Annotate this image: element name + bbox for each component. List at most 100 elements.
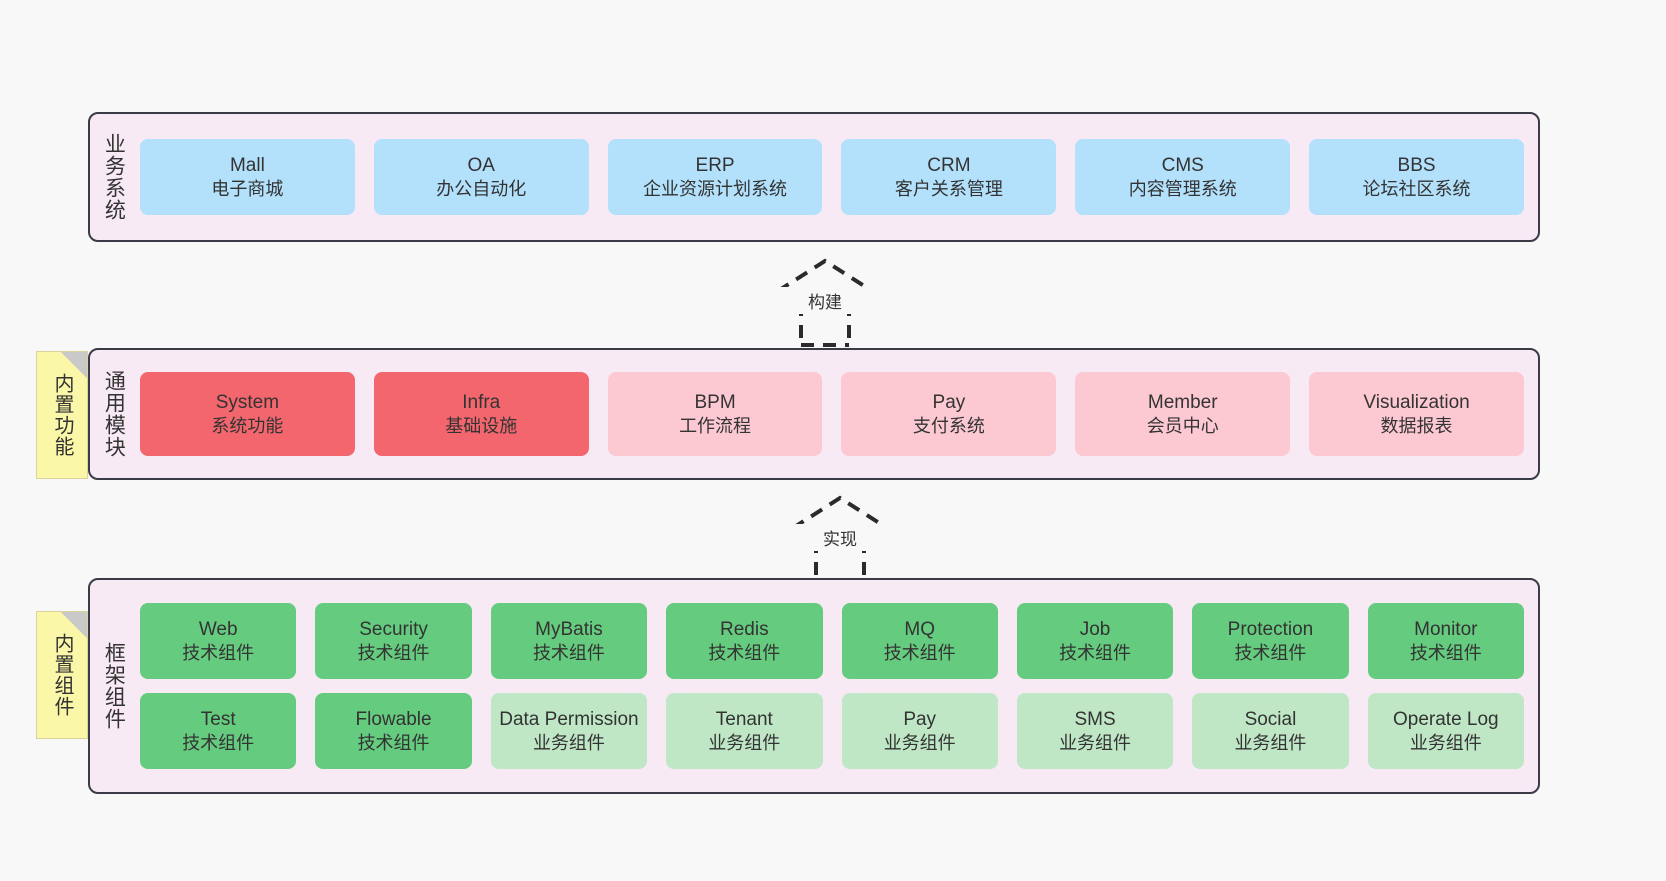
card-subtitle: 系统功能 [211,415,284,436]
card-oa[interactable]: OA 办公自动化 [373,139,589,215]
card-operate-log[interactable]: Operate Log 业务组件 [1367,693,1524,769]
card-title: Member [1147,391,1218,413]
card-subtitle: 电子商城 [211,178,284,199]
card-data-permission[interactable]: Data Permission 业务组件 [490,693,648,769]
card-security[interactable]: Security 技术组件 [315,603,472,679]
layer-body-framework-component: Web 技术组件 Security 技术组件 MyBatis 技术组件 Redi… [136,580,1538,792]
card-subtitle: 技术组件 [1059,642,1132,663]
card-title: System [215,391,280,413]
layer-title-framework-component: 框架组件 [102,642,126,730]
card-mybatis[interactable]: MyBatis 技术组件 [490,603,648,679]
card-subtitle: 技术组件 [182,642,255,663]
card-subtitle: 技术组件 [883,642,956,663]
arrow-label-build: 构建 [745,287,905,314]
card-title: Test [200,708,236,730]
card-title: Web [198,618,238,640]
card-title: Mall [229,154,265,176]
card-title: MQ [904,618,935,640]
card-title: BBS [1397,154,1436,176]
card-tenant[interactable]: Tenant 业务组件 [666,693,823,769]
card-system[interactable]: System 系统功能 [140,372,355,456]
folded-corner-icon [61,612,87,638]
card-subtitle: 业务组件 [883,732,956,753]
card-subtitle: 业务组件 [532,732,605,753]
card-pay[interactable]: Pay 支付系统 [841,372,1057,456]
card-subtitle: 技术组件 [1234,642,1307,663]
arrow-label-implement: 实现 [760,524,920,551]
card-subtitle: 业务组件 [1234,732,1307,753]
card-title: Visualization [1363,391,1470,413]
card-title: Protection [1227,618,1314,640]
card-row: System 系统功能 Infra 基础设施 BPM 工作流程 Pay 支付系统… [140,372,1524,456]
card-title: Job [1079,618,1111,640]
card-title: Flowable [355,708,432,730]
card-bpm[interactable]: BPM 工作流程 [607,372,823,456]
card-bbs[interactable]: BBS 论坛社区系统 [1309,139,1524,215]
card-title: Operate Log [1392,708,1499,730]
layer-common-module: 通用模块 System 系统功能 Infra 基础设施 BPM 工作流程 Pay… [88,348,1540,480]
card-title: MyBatis [535,618,603,640]
card-subtitle: 技术组件 [357,732,430,753]
card-subtitle: 内容管理系统 [1128,178,1237,199]
card-title: Social [1244,708,1297,730]
layer-title-business-system: 业务系统 [102,133,126,221]
card-redis[interactable]: Redis 技术组件 [666,603,823,679]
card-title: Pay [932,391,966,413]
card-subtitle: 办公自动化 [436,178,527,199]
card-flowable[interactable]: Flowable 技术组件 [315,693,472,769]
card-cms[interactable]: CMS 内容管理系统 [1075,139,1291,215]
card-title: Security [359,618,428,640]
card-subtitle: 业务组件 [1409,732,1482,753]
card-subtitle: 企业资源计划系统 [643,178,788,199]
card-monitor[interactable]: Monitor 技术组件 [1367,603,1524,679]
card-title: OA [467,154,495,176]
card-subtitle: 工作流程 [679,415,752,436]
card-erp[interactable]: ERP 企业资源计划系统 [607,139,823,215]
card-title: CRM [927,154,971,176]
card-row: Web 技术组件 Security 技术组件 MyBatis 技术组件 Redi… [140,603,1524,679]
card-subtitle: 技术组件 [1409,642,1482,663]
card-subtitle: 会员中心 [1146,415,1219,436]
card-row: Test 技术组件 Flowable 技术组件 Data Permission … [140,693,1524,769]
card-row: Mall 电子商城 OA 办公自动化 ERP 企业资源计划系统 CRM 客户关系… [140,139,1524,215]
card-crm[interactable]: CRM 客户关系管理 [841,139,1057,215]
layer-framework-component: 框架组件 Web 技术组件 Security 技术组件 MyBatis 技术组件… [88,578,1540,794]
card-pay-component[interactable]: Pay 业务组件 [841,693,998,769]
card-social[interactable]: Social 业务组件 [1192,693,1349,769]
card-title: Infra [462,391,501,413]
card-subtitle: 技术组件 [708,642,781,663]
layer-body-business-system: Mall 电子商城 OA 办公自动化 ERP 企业资源计划系统 CRM 客户关系… [136,114,1538,240]
card-job[interactable]: Job 技术组件 [1016,603,1174,679]
card-subtitle: 技术组件 [357,642,430,663]
layer-business-system: 业务系统 Mall 电子商城 OA 办公自动化 ERP 企业资源计划系统 CRM… [88,112,1540,242]
note-builtin-function[interactable]: 内置功能 [36,351,88,479]
card-title: SMS [1074,708,1116,730]
card-title: Tenant [715,708,773,730]
card-subtitle: 论坛社区系统 [1362,178,1471,199]
card-mall[interactable]: Mall 电子商城 [140,139,355,215]
arrow-build: 构建 [745,255,905,347]
note-builtin-component[interactable]: 内置组件 [36,611,88,739]
card-subtitle: 技术组件 [182,732,255,753]
note-label: 内置组件 [51,633,73,717]
card-title: BPM [694,391,736,413]
card-subtitle: 客户关系管理 [894,178,1003,199]
card-title: Data Permission [499,708,639,730]
layer-title-common-module: 通用模块 [102,370,126,458]
card-subtitle: 技术组件 [532,642,605,663]
card-subtitle: 业务组件 [708,732,781,753]
card-visualization[interactable]: Visualization 数据报表 [1309,372,1524,456]
card-subtitle: 支付系统 [912,415,985,436]
card-protection[interactable]: Protection 技术组件 [1192,603,1349,679]
card-sms[interactable]: SMS 业务组件 [1016,693,1174,769]
card-title: ERP [695,154,735,176]
card-member[interactable]: Member 会员中心 [1075,372,1291,456]
card-infra[interactable]: Infra 基础设施 [373,372,589,456]
card-test[interactable]: Test 技术组件 [140,693,297,769]
card-title: Redis [720,618,769,640]
card-web[interactable]: Web 技术组件 [140,603,297,679]
card-title: CMS [1161,154,1204,176]
card-mq[interactable]: MQ 技术组件 [841,603,998,679]
card-title: Monitor [1414,618,1478,640]
